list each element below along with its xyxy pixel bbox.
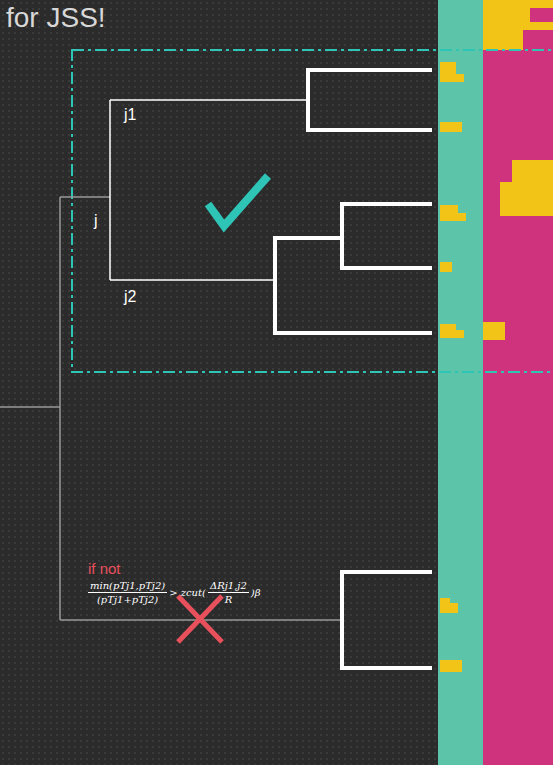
jet-label: j2: [124, 288, 136, 306]
page-title: for JSS!: [6, 2, 106, 34]
root-branches: [0, 197, 342, 620]
formula-part: R: [223, 593, 235, 605]
fraction: ΔRj1,j2R: [208, 580, 249, 605]
yellow-cells: [440, 0, 553, 672]
formula-part: (pTj1+pTj2): [95, 593, 160, 605]
condition-label: if not: [88, 560, 121, 577]
jet-label: j: [94, 212, 98, 230]
subjet-branches: [110, 100, 308, 280]
softdrop-formula: min(pTj1,pTj2)(pTj1+pTj2)> zcut(ΔRj1,j2R…: [86, 580, 261, 605]
check-mark: [208, 176, 268, 226]
teal-strip: [438, 0, 483, 765]
cross-mark: [178, 596, 222, 642]
formula-part: min(pTj1,pTj2): [88, 580, 167, 593]
leaf-branches: [275, 70, 430, 668]
magenta-panel: [483, 0, 553, 765]
formula-part: )β: [251, 587, 261, 598]
formula-part: ΔRj1,j2: [208, 580, 249, 593]
fraction: min(pTj1,pTj2)(pTj1+pTj2): [88, 580, 167, 605]
jet-label: j1: [124, 106, 136, 124]
selection-box: [72, 50, 553, 372]
formula-part: > zcut(: [169, 587, 206, 598]
